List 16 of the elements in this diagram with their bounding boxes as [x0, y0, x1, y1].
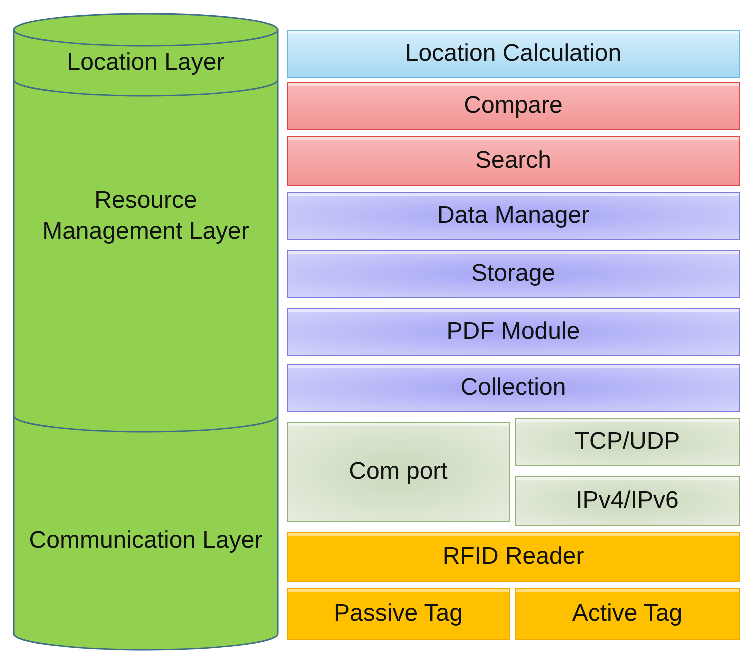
module-box: Storage — [287, 250, 740, 298]
module-box: Passive Tag — [287, 588, 510, 640]
module-box: Collection — [287, 364, 740, 412]
module-box: Active Tag — [515, 588, 740, 640]
module-box: Compare — [287, 82, 740, 130]
layer-label: Communication Layer — [24, 436, 268, 646]
module-box: TCP/UDP — [515, 418, 740, 466]
module-box: IPv4/IPv6 — [515, 476, 740, 526]
layer-label: Resource Management Layer — [24, 100, 268, 332]
module-box: RFID Reader — [287, 532, 740, 582]
module-box: Location Calculation — [287, 30, 740, 78]
module-box: Search — [287, 136, 740, 186]
module-box: PDF Module — [287, 308, 740, 356]
layer-label: Location Layer — [24, 44, 268, 82]
module-box: Data Manager — [287, 192, 740, 240]
module-box: Com port — [287, 422, 510, 522]
